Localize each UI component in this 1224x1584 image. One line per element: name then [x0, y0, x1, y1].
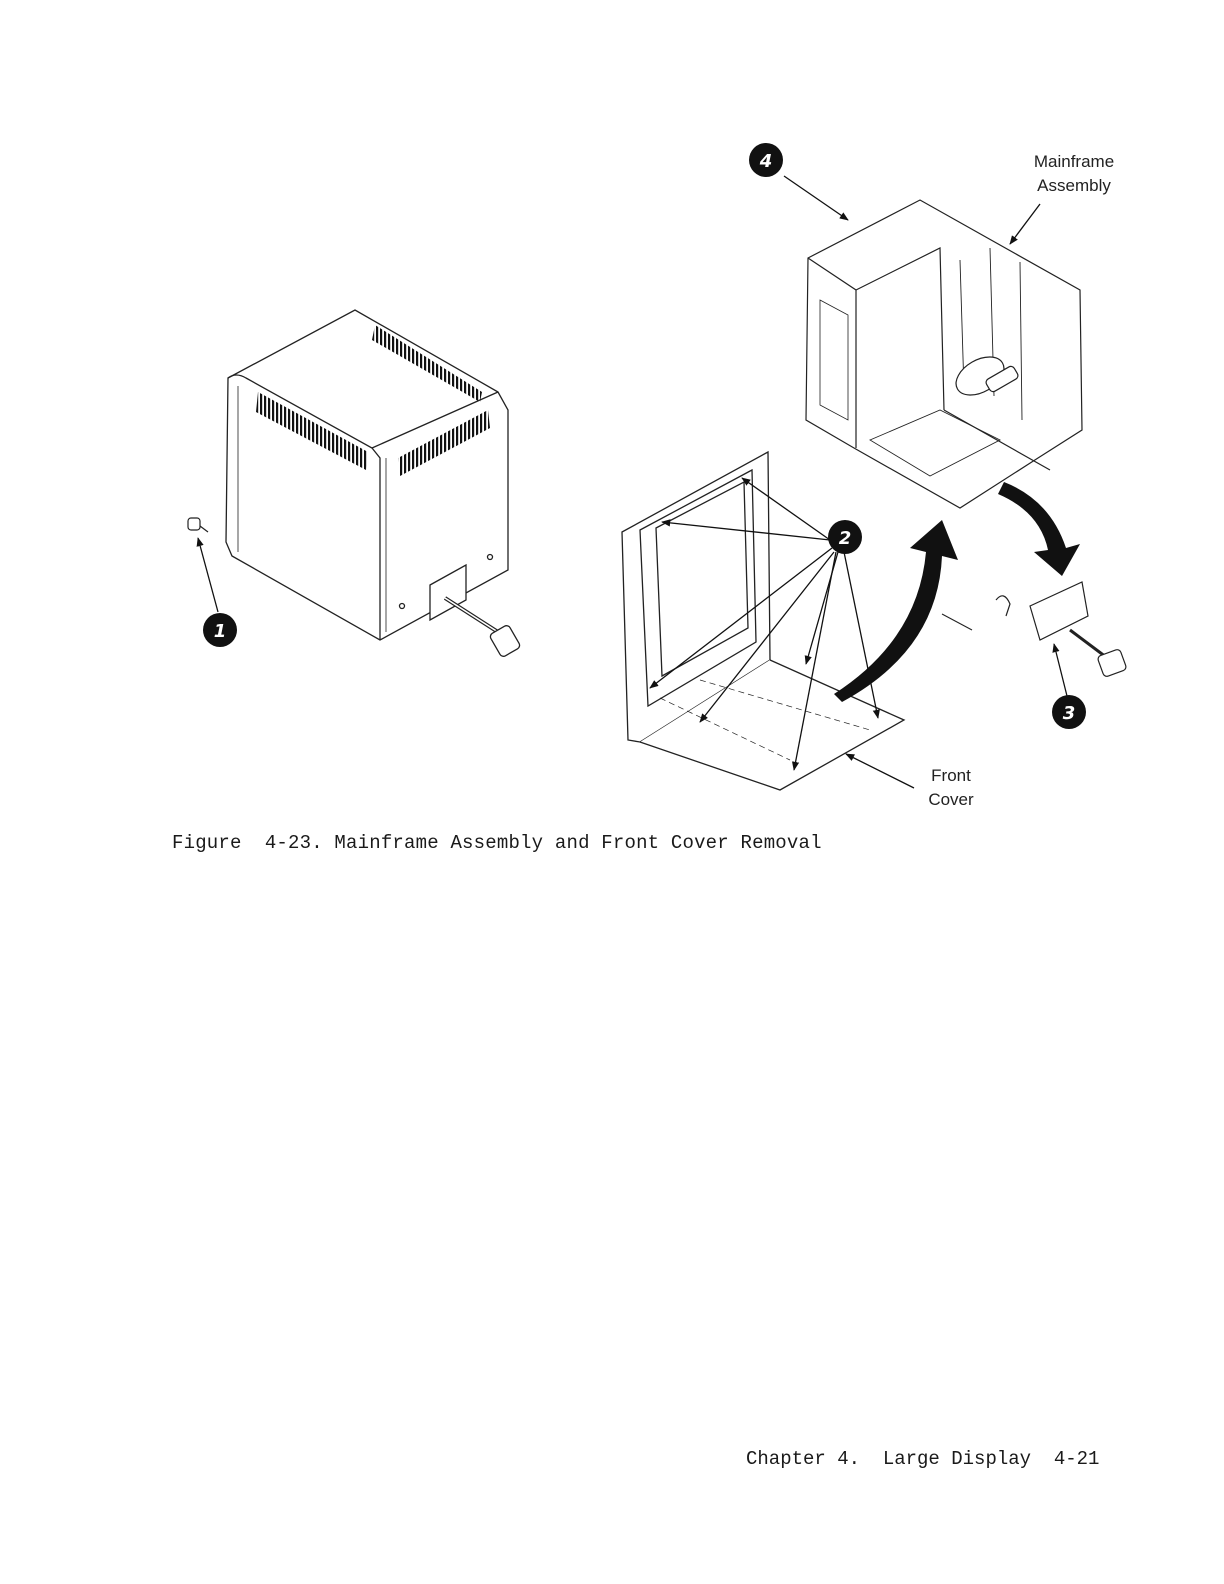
display-cabinet	[226, 310, 521, 658]
mainframe-assembly-label: Mainframe Assembly	[1026, 150, 1122, 198]
screw-part	[188, 518, 208, 532]
label-line: Mainframe	[1026, 150, 1122, 174]
mainframe-assembly	[806, 200, 1082, 508]
callout-badge-2: 2	[828, 520, 862, 554]
callout-number: 3	[1063, 703, 1076, 724]
front-cover-label: Front Cover	[920, 764, 982, 812]
power-connector-part	[942, 582, 1127, 677]
label-line: Front	[920, 764, 982, 788]
figure-illustration: 1 2 3 4	[0, 0, 1224, 880]
callout-badge-4: 4	[749, 143, 783, 177]
label-line: Cover	[920, 788, 982, 812]
callout-badge-3: 3	[1052, 695, 1086, 729]
callout-number: 4	[759, 151, 773, 172]
callout-number: 1	[214, 621, 227, 642]
callout-badge-1: 1	[203, 613, 237, 647]
label-line: Assembly	[1026, 174, 1122, 198]
curved-arrow-down	[998, 482, 1080, 576]
figure-caption: Figure 4-23. Mainframe Assembly and Fron…	[172, 832, 822, 854]
front-cover	[622, 452, 904, 790]
callout-number: 2	[839, 528, 852, 549]
page-footer: Chapter 4. Large Display 4-21	[746, 1448, 1099, 1470]
